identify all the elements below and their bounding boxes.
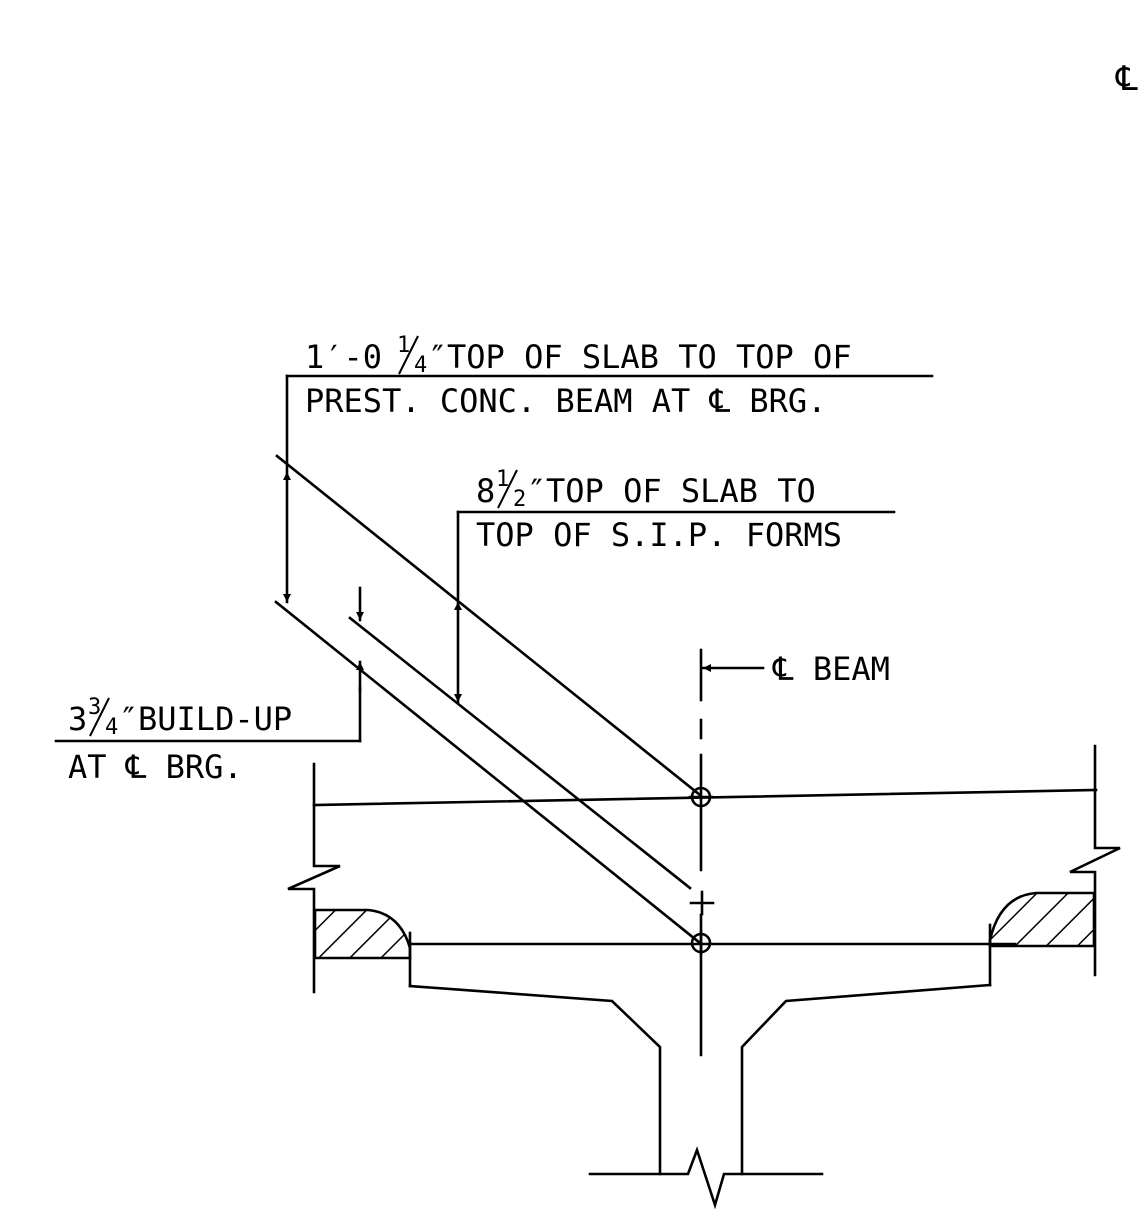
fraction-bar [497, 469, 518, 509]
note-buildup-frac-num: 3 [88, 695, 101, 720]
note-slab-to-forms: 8 1 2 ″ TOP OF SLAB TO TOP OF S.I.P. FOR… [456, 467, 896, 602]
top-of-beam-projection-line [274, 600, 702, 945]
beam-centerline: ℄ BEAM [699, 648, 890, 1057]
fraction-bar [89, 697, 110, 737]
note-slab-to-forms-line1: TOP OF SLAB TO [546, 472, 816, 510]
note-slab-to-beam-frac-den: 4 [414, 353, 427, 378]
note-slab-to-forms-frac-num: 1 [496, 467, 509, 492]
note-buildup-frac-den: 4 [105, 715, 118, 740]
note-slab-to-beam-line1: TOP OF SLAB TO TOP OF [447, 338, 852, 376]
note-slab-to-forms-whole: 8 [476, 472, 495, 510]
note-buildup-line2: AT ℄ BRG. [68, 748, 243, 786]
right-slab-break-line [1069, 744, 1121, 977]
note-buildup-inch: ″ [119, 700, 138, 738]
note-slab-to-beam-line2: PREST. CONC. BEAM AT ℄ BRG. [305, 382, 826, 420]
top-of-slab-projection-line [275, 454, 702, 797]
note-buildup-line1: BUILD-UP [138, 700, 292, 738]
note-buildup: 3 3 4 ″ BUILD-UP AT ℄ BRG. [54, 686, 362, 786]
note-slab-to-beam-whole: 1′-0 [305, 338, 382, 376]
note-slab-to-forms-inch: ″ [527, 472, 546, 510]
note-slab-to-forms-line2: TOP OF S.I.P. FORMS [476, 516, 842, 554]
beam-right-profile [740, 983, 992, 1176]
left-slab-break-line [287, 762, 341, 994]
note-slab-to-beam-frac-num: 1 [397, 333, 410, 358]
left-haunch-hatched [313, 908, 412, 960]
sip-forms-projection-line [348, 616, 692, 890]
beam-web-break-line [588, 1146, 824, 1210]
corner-centerline-symbol: ℄ [1115, 59, 1138, 99]
note-slab-to-beam-inch: ″ [428, 338, 447, 376]
note-buildup-whole: 3 [68, 700, 87, 738]
note-slab-to-forms-frac-den: 2 [513, 487, 526, 512]
right-haunch-hatched [988, 891, 1096, 948]
fraction-bar [398, 335, 419, 375]
note-slab-to-beam: 1′-0 1 4 ″ TOP OF SLAB TO TOP OF PREST. … [285, 333, 934, 472]
beam-left-profile [408, 984, 662, 1176]
beam-centerline-label: ℄ BEAM [772, 650, 890, 688]
